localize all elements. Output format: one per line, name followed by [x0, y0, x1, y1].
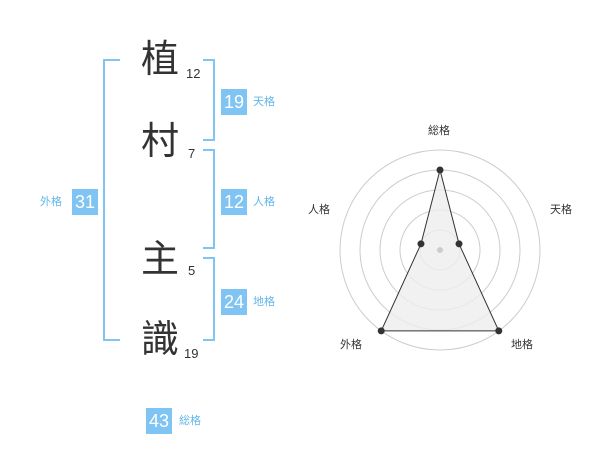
radar-center-dot: [437, 247, 443, 253]
chikaku-label: 地格: [253, 295, 275, 308]
gaikaku-label: 外格: [40, 195, 62, 208]
jinkaku-bracket: [203, 149, 215, 249]
radar-point-ten: [455, 240, 463, 248]
name-char-1: 植: [140, 37, 179, 81]
radar-point-gai: [377, 327, 385, 335]
chikaku-bracket: [203, 257, 215, 341]
name-char-3: 主: [140, 237, 179, 281]
name-char-2: 村: [140, 119, 179, 163]
tenkaku-bracket: [203, 59, 215, 141]
radar-point-chi: [495, 327, 503, 335]
radar-point-jin: [417, 240, 425, 248]
radar-label-jinkaku: 人格: [308, 203, 330, 216]
gaikaku-bracket: [103, 59, 120, 341]
chikaku-value: 24: [221, 289, 247, 315]
radar-label-chikaku: 地格: [511, 338, 533, 351]
tenkaku-label: 天格: [253, 95, 275, 108]
stroke-count-1: 12: [186, 66, 201, 81]
jinkaku-value: 12: [221, 189, 247, 215]
radar-ring-5: [339, 149, 541, 351]
radar-label-soukaku: 総格: [428, 124, 450, 137]
gaikaku-value: 31: [72, 189, 98, 215]
radar-label-gaikaku: 外格: [340, 338, 362, 351]
jinkaku-label: 人格: [253, 195, 275, 208]
radar-label-tenkaku: 天格: [550, 203, 572, 216]
soukaku-label: 総格: [179, 414, 201, 427]
soukaku-value: 43: [146, 408, 172, 434]
tenkaku-value: 19: [221, 89, 247, 115]
name-char-4: 識: [140, 317, 179, 361]
stroke-count-4: 19: [184, 346, 199, 361]
radar-points: [377, 166, 503, 335]
radar-point-sou: [436, 166, 444, 174]
stroke-count-2: 7: [188, 146, 196, 161]
stroke-count-3: 5: [188, 263, 196, 278]
